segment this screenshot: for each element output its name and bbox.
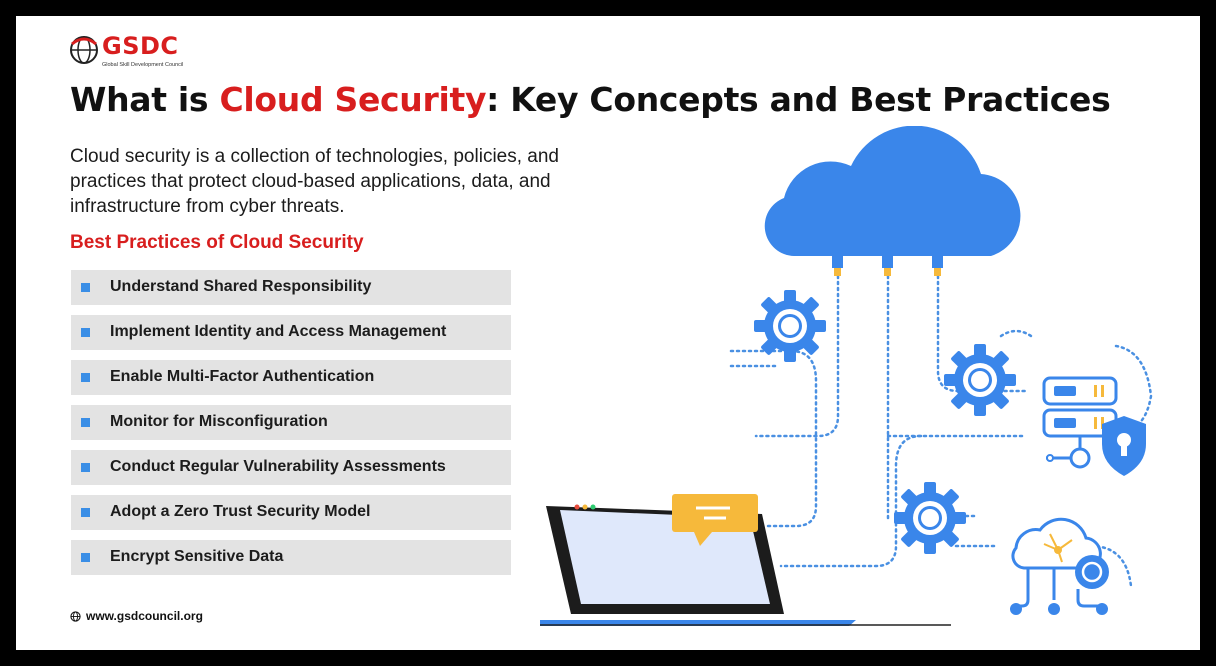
infographic-card: GSDC Global Skill Development Council Wh… [16,16,1200,650]
practice-list: Understand Shared Responsibility Impleme… [71,270,511,585]
bullet-square-icon [81,328,90,337]
list-item: Enable Multi-Factor Authentication [71,360,511,395]
list-item: Adopt a Zero Trust Security Model [71,495,511,530]
section-title: Best Practices of Cloud Security [70,232,364,253]
bullet-square-icon [81,463,90,472]
globe-icon [70,611,81,622]
chat-bubble-icon [672,494,758,546]
practice-label: Adopt a Zero Trust Security Model [110,503,371,520]
title-accent: Cloud Security [219,80,487,119]
bullet-square-icon [81,283,90,292]
practice-label: Enable Multi-Factor Authentication [110,368,375,385]
bullet-square-icon [81,508,90,517]
cloud-security-illustration [540,126,1153,626]
logo-wordmark: GSDC [102,32,179,60]
gsdc-logo: GSDC Global Skill Development Council [68,32,198,80]
practice-label: Monitor for Misconfiguration [110,413,328,430]
cloud-icon [764,126,1021,276]
practice-label: Understand Shared Responsibility [110,278,372,295]
bullet-square-icon [81,553,90,562]
globe-logo-icon [70,36,98,64]
page-title: What is Cloud Security: Key Concepts and… [70,80,1111,119]
intro-paragraph: Cloud security is a collection of techno… [70,146,559,217]
list-item: Monitor for Misconfiguration [71,405,511,440]
list-item: Conduct Regular Vulnerability Assessment… [71,450,511,485]
title-part-1: What is [70,80,220,119]
logo-subtitle: Global Skill Development Council [102,62,184,68]
laptop-icon [540,504,951,626]
practice-label: Conduct Regular Vulnerability Assessment… [110,458,446,475]
list-item: Implement Identity and Access Management [71,315,511,350]
website-link[interactable]: www.gsdcouncil.org [86,609,203,623]
practice-label: Encrypt Sensitive Data [110,548,284,565]
title-part-2: : Key Concepts and Best Practices [486,80,1111,119]
bullet-square-icon [81,373,90,382]
list-item: Understand Shared Responsibility [71,270,511,305]
gear-icon [944,344,1016,416]
server-icon [1042,376,1118,469]
list-item: Encrypt Sensitive Data [71,540,511,575]
practice-label: Implement Identity and Access Management [110,323,447,340]
shield-lock-icon [1102,416,1146,476]
gear-icon [894,482,966,554]
cloud-network-icon [1010,517,1109,615]
bullet-square-icon [81,418,90,427]
gear-icon [754,290,826,362]
